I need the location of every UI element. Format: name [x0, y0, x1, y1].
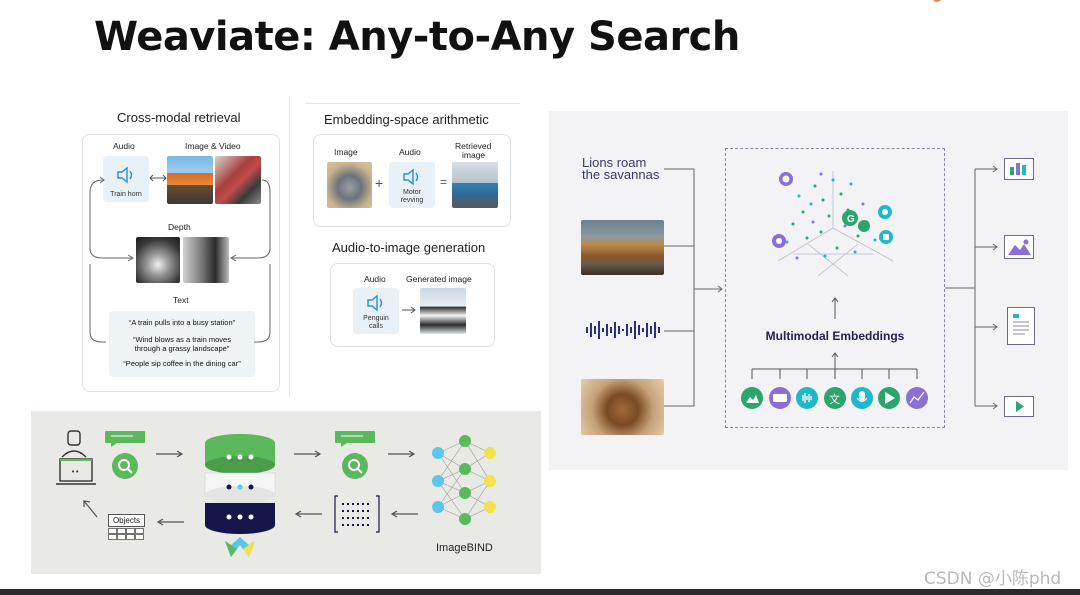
chart-icon — [906, 387, 928, 409]
equals-sign: = — [440, 175, 448, 189]
plus-sign: + — [375, 175, 384, 191]
lions-caption: Lions roam the savannas — [582, 155, 660, 182]
train-horn-audio: Train horn — [103, 156, 149, 202]
speaker-icon — [117, 166, 133, 184]
arrow-up-left-icon — [83, 500, 98, 518]
watermark: CSDN @小陈phd — [924, 569, 1062, 589]
neural-network-icon — [432, 435, 496, 525]
retrieval-loop-arrows — [89, 176, 271, 343]
search-bubble-icon — [105, 431, 145, 479]
arrow-left-icon — [294, 510, 322, 518]
chart-output-icon — [1004, 158, 1034, 180]
cm-text-label: Text — [173, 295, 189, 305]
arrow-right-icon — [156, 450, 184, 458]
document-output-icon — [1007, 307, 1035, 345]
cm-audio-label: Audio — [113, 141, 135, 151]
depth-image-1 — [136, 237, 180, 283]
lion-photo-2 — [581, 379, 664, 435]
objects-grid-icon — [108, 528, 144, 540]
embedding-point-cloud: G — [772, 171, 894, 277]
user-icon: •• — [56, 430, 96, 485]
text-item: through a grassy landscape” — [134, 344, 230, 353]
lion-photo-1 — [581, 220, 664, 275]
objects-box: Objects — [108, 514, 145, 527]
audio-waveform-icon — [586, 321, 660, 339]
ea-image-label: Image — [334, 147, 358, 157]
multimodal-embeddings-title: Multimodal Embeddings — [765, 329, 905, 343]
image-output-icon — [1004, 235, 1034, 259]
text-item: “Wind blows as a train moves — [133, 335, 231, 344]
train-photo-1 — [167, 156, 213, 204]
motor-label-1: Motor — [403, 189, 421, 196]
image-icon — [741, 387, 763, 409]
embedding-space-box — [725, 148, 945, 428]
input-connectors — [664, 168, 723, 407]
arrow-right-icon — [388, 450, 416, 458]
text-list: “A train pulls into a busy station” “Win… — [109, 311, 255, 377]
corner-decoration — [932, 0, 942, 2]
speaker-icon — [403, 168, 419, 186]
train-photo-2 — [215, 156, 261, 204]
arrow-right-icon — [402, 306, 416, 314]
slide-title: Weaviate: Any-to-Any Search — [94, 14, 740, 60]
point-icon-g — [842, 210, 858, 226]
arrow-left-icon — [390, 510, 418, 518]
bottom-bar — [0, 589, 1080, 595]
modality-icon-row: 文 — [741, 368, 928, 409]
penguin-label-1: Penguin — [363, 315, 389, 322]
cm-image-video-label: Image & Video — [185, 141, 241, 151]
panel-divider — [289, 97, 290, 397]
pigeon-photo — [327, 162, 372, 208]
ea-retrieved-label: Retrieved — [455, 141, 492, 151]
cross-modal-title: Cross-modal retrieval — [117, 110, 241, 125]
svg-text:文: 文 — [829, 392, 840, 406]
text-item: “A train pulls into a busy station” — [128, 318, 236, 327]
depth-image-2 — [183, 237, 229, 283]
imagebind-label: ImageBIND — [436, 542, 493, 554]
weaviate-database-icon — [204, 434, 276, 557]
penguin-label-2: calls — [368, 323, 383, 330]
ea-retrieved-label-2: image — [462, 150, 486, 160]
lions-line-1: Lions roam — [582, 155, 647, 170]
ai-audio-label: Audio — [364, 274, 386, 284]
bidirectional-arrow-icon — [149, 174, 167, 182]
vector-matrix-icon — [334, 495, 380, 533]
penguin-photo — [420, 288, 466, 334]
arrow-up-icon — [831, 297, 839, 319]
motor-label-2: revving — [400, 197, 424, 204]
translate-icon — [824, 387, 846, 409]
video-output-icon — [1004, 396, 1034, 417]
motor-audio: Motor revving — [389, 162, 435, 208]
output-connectors — [945, 165, 998, 410]
imagebind-panel: •• — [31, 411, 541, 574]
retrieved-photo — [452, 162, 498, 208]
ea-audio-label: Audio — [399, 147, 421, 157]
panel-divider — [305, 103, 520, 104]
audio-to-image-title: Audio-to-image generation — [332, 240, 486, 255]
multimodal-panel: Lions roam the savannas — [549, 111, 1068, 470]
ai-generated-label: Generated image — [406, 274, 472, 284]
speaker-icon — [367, 294, 383, 312]
cm-depth-label: Depth — [168, 222, 191, 232]
arrow-right-icon — [294, 450, 322, 458]
svg-text:••: •• — [71, 468, 79, 476]
train-horn-label: Train horn — [110, 191, 142, 198]
text-item: “People sip coffee in the dining car” — [123, 359, 241, 368]
penguin-audio: Penguin calls — [353, 288, 399, 334]
embedding-arith-title: Embedding-space arithmetic — [324, 112, 489, 127]
arrow-up-icon — [831, 352, 839, 370]
svg-text:G: G — [847, 214, 855, 225]
arrow-left-icon — [156, 518, 184, 526]
lions-line-2: the savannas — [582, 167, 660, 182]
search-bubble-icon-2 — [335, 431, 375, 479]
